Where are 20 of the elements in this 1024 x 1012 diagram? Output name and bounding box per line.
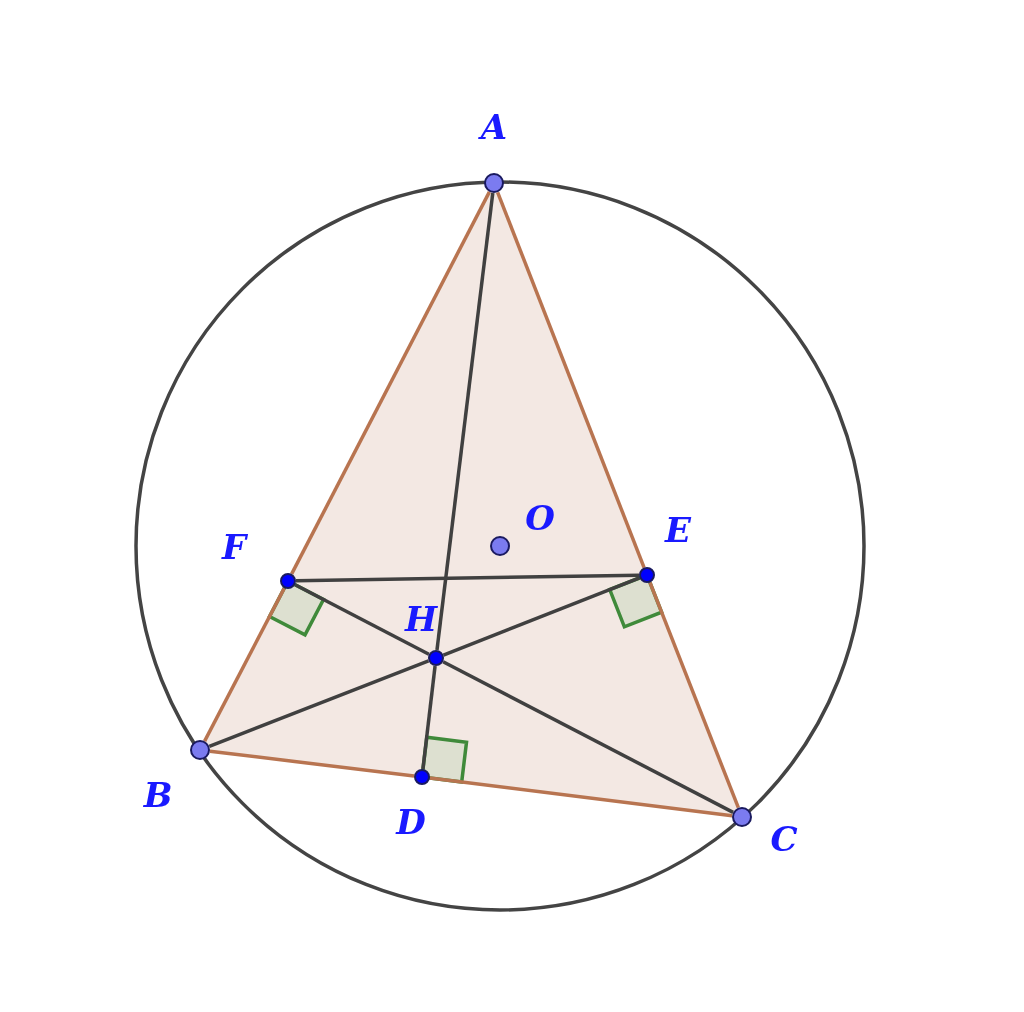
point-label: O xyxy=(525,501,555,535)
line-segment xyxy=(295,573,640,583)
line-segment xyxy=(294,583,430,656)
point-label: E xyxy=(665,513,691,547)
point-label: D xyxy=(396,805,426,839)
point-label: B xyxy=(143,778,173,812)
line-segment xyxy=(203,587,286,742)
line-segment xyxy=(442,576,641,657)
line-segment xyxy=(429,776,733,818)
line-segment xyxy=(496,191,646,569)
line-segment xyxy=(421,665,437,770)
point-label: C xyxy=(770,822,798,856)
line-segment xyxy=(209,749,415,778)
line-segment xyxy=(442,660,734,814)
line-segment xyxy=(290,191,491,575)
point-label: H xyxy=(404,602,438,636)
line-segment xyxy=(435,192,495,651)
point-label: F xyxy=(221,530,247,564)
point-label: A xyxy=(480,110,508,144)
line-segment xyxy=(648,581,740,809)
